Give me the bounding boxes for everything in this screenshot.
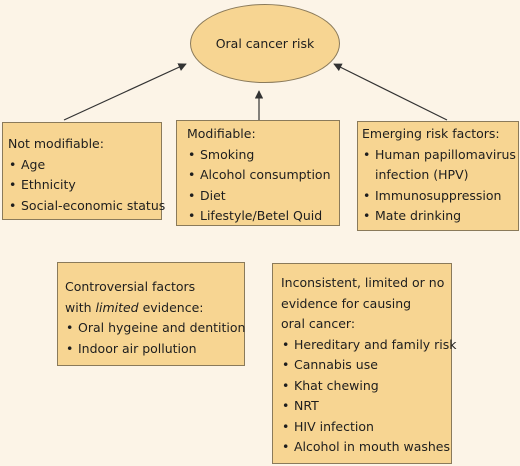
not-modifiable-title: Not modifiable: <box>8 136 104 151</box>
inconsistent-evidence-box: Inconsistent, limited or no evidence for… <box>272 263 457 464</box>
list-item: Age <box>8 155 156 176</box>
list-item: Mate drinking <box>362 206 514 227</box>
controversial-list: Oral hygeine and dentition Indoor air po… <box>65 318 245 360</box>
list-item: Oral hygeine and dentition <box>65 318 245 339</box>
emerging-list: Human papillomavirus infection (HPV) Imm… <box>362 145 516 227</box>
controversial-box: Controversial factors with limited evide… <box>57 262 245 366</box>
inconsistent-title-line3: oral cancer: <box>281 316 356 331</box>
list-item: Smoking <box>187 145 334 166</box>
not-modifiable-box: Not modifiable: Age Ethnicity Social-eco… <box>2 122 165 220</box>
oral-cancer-risk-node: Oral cancer risk <box>190 4 340 83</box>
list-item: Social-economic status <box>8 196 165 217</box>
modifiable-box: Modifiable: Smoking Alcohol consumption … <box>176 120 340 226</box>
modifiable-list: Smoking Alcohol consumption Diet Lifesty… <box>187 145 334 227</box>
list-item: Khat chewing <box>281 376 446 397</box>
list-item: Cannabis use <box>281 355 446 376</box>
list-item: Alcohol in mouth washes <box>281 437 450 458</box>
center-label: Oral cancer risk <box>215 36 315 51</box>
inconsistent-list: Hereditary and family risk Cannabis use … <box>281 335 457 458</box>
arrow-left <box>63 63 187 121</box>
controversial-title-em: limited <box>95 299 139 315</box>
inconsistent-title-line1: Inconsistent, limited or no <box>281 275 445 290</box>
list-item: NRT <box>281 396 446 417</box>
modifiable-title: Modifiable: <box>187 126 256 141</box>
controversial-title-post: evidence: <box>138 299 204 315</box>
controversial-title-line2: with limited evidence: <box>65 298 239 319</box>
list-item: Hereditary and family risk <box>281 335 457 356</box>
emerging-title: Emerging risk factors: <box>362 126 500 141</box>
list-item: HIV infection <box>281 417 446 438</box>
list-item: Lifestyle/Betel Quid <box>187 206 334 227</box>
emerging-risk-box: Emerging risk factors: Human papillomavi… <box>357 121 519 231</box>
controversial-title-line1: Controversial factors <box>65 279 196 294</box>
list-item: Alcohol consumption <box>187 165 334 186</box>
inconsistent-title-line2: evidence for causing <box>281 295 412 311</box>
controversial-title-pre: with <box>65 299 96 315</box>
arrow-right <box>333 63 448 121</box>
list-item: Indoor air pollution <box>65 339 239 360</box>
list-item: Ethnicity <box>8 175 156 196</box>
not-modifiable-list: Age Ethnicity Social-economic status <box>8 155 165 217</box>
list-item-continuation: infection (HPV) <box>375 167 469 182</box>
list-item: Immunosuppression <box>362 186 514 207</box>
list-item: Human papillomavirus <box>362 145 516 166</box>
list-item: Diet <box>187 186 334 207</box>
